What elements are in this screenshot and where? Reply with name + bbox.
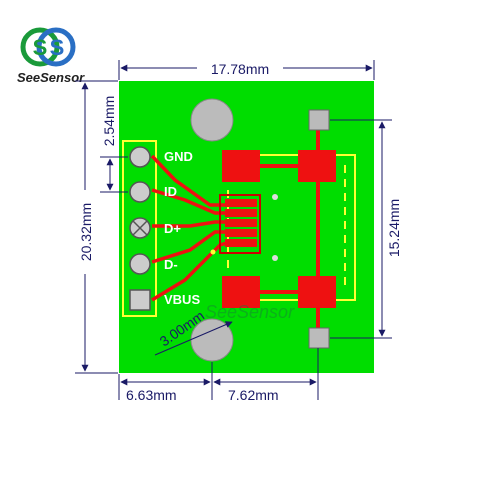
svg-text:S: S xyxy=(33,35,48,60)
pin-label-gnd: GND xyxy=(164,149,193,164)
pin-id-pad xyxy=(129,181,151,203)
pin-vbus-pad xyxy=(129,289,151,311)
pin-label-vbus: VBUS xyxy=(164,292,200,307)
dim-label-hole-spacing: 7.62mm xyxy=(228,387,279,403)
svg-text:S: S xyxy=(50,35,65,60)
dim-height-right: 15.24mm xyxy=(330,119,402,339)
dim-label-width: 17.78mm xyxy=(211,61,269,77)
header-pins xyxy=(129,146,151,311)
anchor-pad-bottom xyxy=(308,327,330,349)
dim-label-height-left: 20.32mm xyxy=(78,203,94,261)
dim-label-offset: 6.63mm xyxy=(126,387,177,403)
dim-height-left: 20.32mm xyxy=(75,80,118,374)
header-silkscreen xyxy=(122,140,157,317)
dim-label-height-right: 15.24mm xyxy=(386,199,402,257)
pin-dminus-pad xyxy=(129,253,151,275)
usb-mount-pads xyxy=(222,150,336,308)
mounting-hole-top xyxy=(190,98,234,142)
pin-gnd-pad xyxy=(129,146,151,168)
usb-signal-pads xyxy=(225,199,257,247)
dim-pin-pitch: 2.54mm xyxy=(100,92,128,193)
dim-width-top: 17.78mm xyxy=(118,60,375,80)
logo-mark-icon: S S xyxy=(20,27,76,67)
anchor-pad-top xyxy=(308,109,330,131)
dim-label-pitch: 2.54mm xyxy=(101,96,117,147)
pin-label-id: ID xyxy=(164,184,177,199)
pin-label-dminus: D- xyxy=(164,257,178,272)
seesensor-logo: S S SeeSensor xyxy=(17,27,85,85)
brand-name: SeeSensor xyxy=(17,70,85,85)
dim-offset-bottom: 6.63mm xyxy=(118,362,213,403)
pin-label-dplus: D+ xyxy=(164,221,181,236)
dim-hole-spacing: 7.62mm xyxy=(213,348,319,403)
watermark: SeeSensor xyxy=(205,302,295,322)
